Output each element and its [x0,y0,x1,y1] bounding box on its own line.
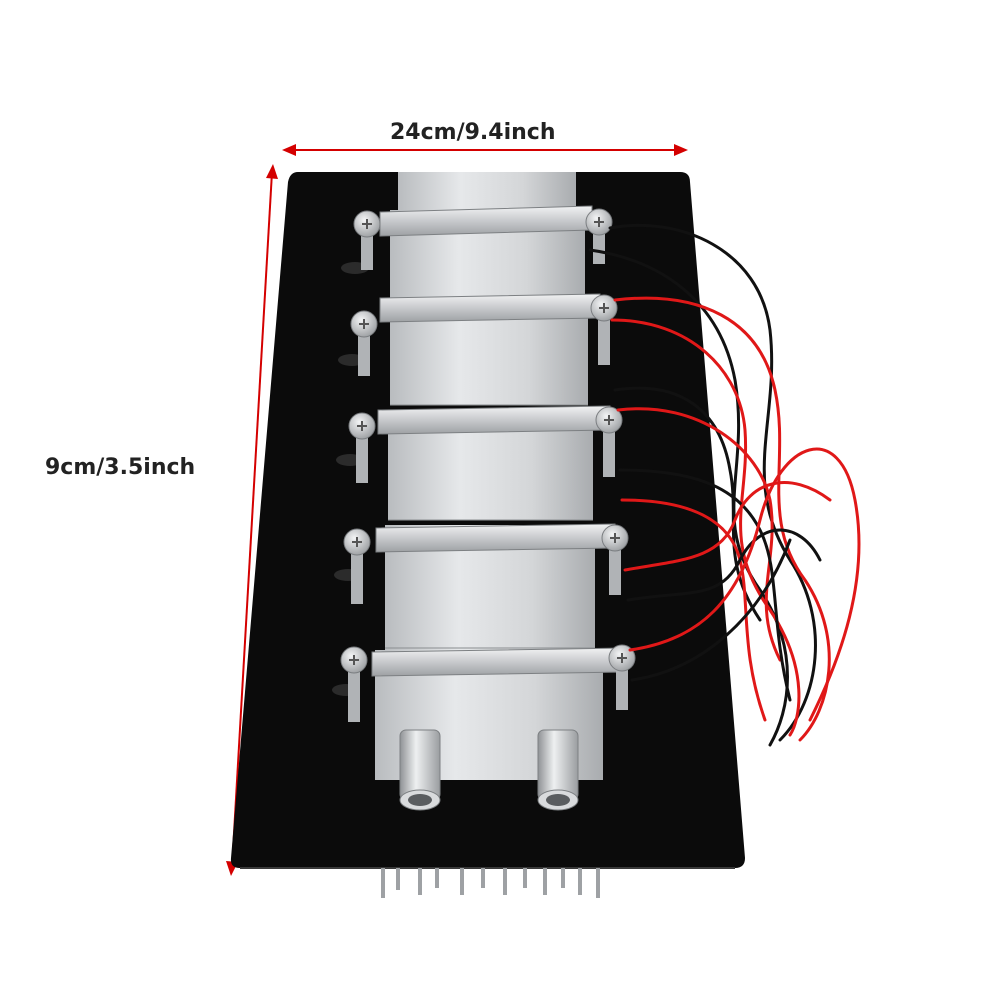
screws-left [340,210,381,722]
height-dimension-label: 9cm/3.5inch [45,455,196,480]
heat-sink-pins [381,868,600,898]
water-pipes [399,729,579,811]
aluminum-block-stack [375,172,603,780]
screws-right [585,208,636,710]
width-dimension-label: 24cm/9.4inch [390,120,556,145]
top-block [398,172,576,212]
wires [588,223,861,747]
width-dimension-line [282,144,688,156]
clamp-bars [371,205,626,677]
